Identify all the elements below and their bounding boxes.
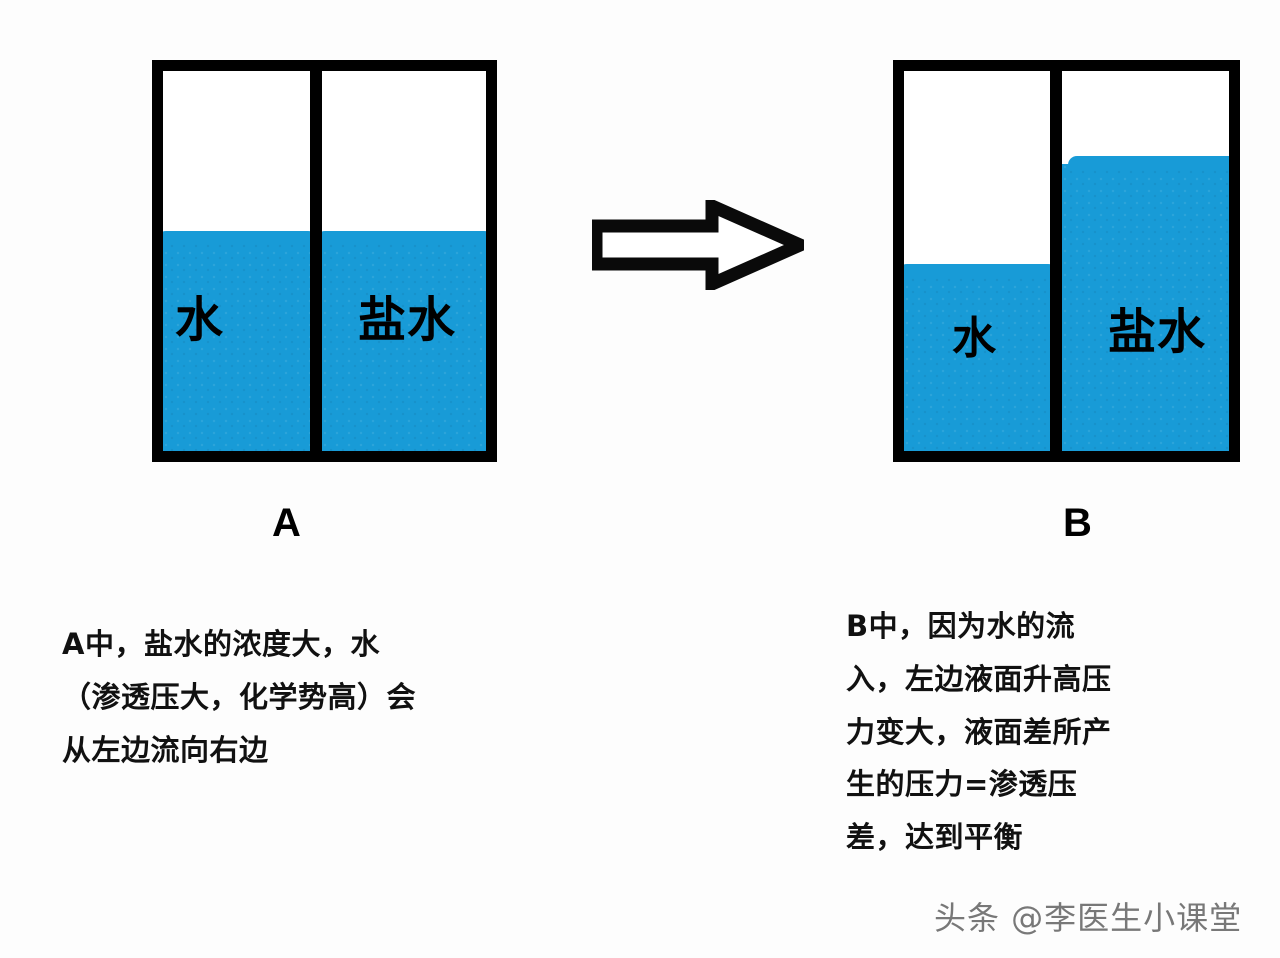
vessel-a-wall-top xyxy=(152,60,497,71)
panel-a-letter: A xyxy=(272,501,301,545)
panel-b-letter: B xyxy=(1063,501,1092,545)
vessel-b-left-label: 水 xyxy=(952,313,997,364)
vessel-b-wall-right xyxy=(1229,60,1240,462)
vessel-a-right-liquid xyxy=(322,238,486,451)
vessel-a-wall-bottom xyxy=(152,451,497,462)
vessel-b-right-label: 盐水 xyxy=(1108,304,1207,360)
watermark-text: 头条 @李医生小课堂 xyxy=(934,899,1243,937)
right-arrow-icon xyxy=(589,196,817,294)
caption-panel-a: A中，盐水的浓度大，水 （渗透压大，化学势高）会 从左边流向右边 xyxy=(62,627,417,767)
vessel-b-left-liquid xyxy=(904,272,1051,451)
vessel-a-wall-right xyxy=(486,60,497,462)
vessel-a-semipermeable-membrane xyxy=(310,60,322,451)
vessel-a-right-label: 盐水 xyxy=(358,292,457,348)
vessel-a-left-meniscus xyxy=(157,231,317,244)
caption-panel-b: B中，因为水的流 入，左边液面升高压 力变大，液面差所产 生的压力=渗透压 差，… xyxy=(846,609,1112,855)
vessel-b-wall-left xyxy=(893,60,904,462)
vessel-a-right-meniscus xyxy=(316,231,493,244)
vessel-b-wall-top xyxy=(893,60,1240,71)
vessel-b-right-meniscus xyxy=(1068,156,1240,170)
vessel-b-right-liquid xyxy=(1062,164,1229,451)
vessel-b-wall-bottom xyxy=(893,451,1240,462)
vessel-a-left-liquid xyxy=(163,238,311,451)
vessel-a-wall-left xyxy=(152,60,163,462)
vessel-b-left-meniscus xyxy=(898,264,1057,278)
vessel-b-semipermeable-membrane xyxy=(1050,60,1062,451)
vessel-a-left-label: 水 xyxy=(175,292,225,348)
